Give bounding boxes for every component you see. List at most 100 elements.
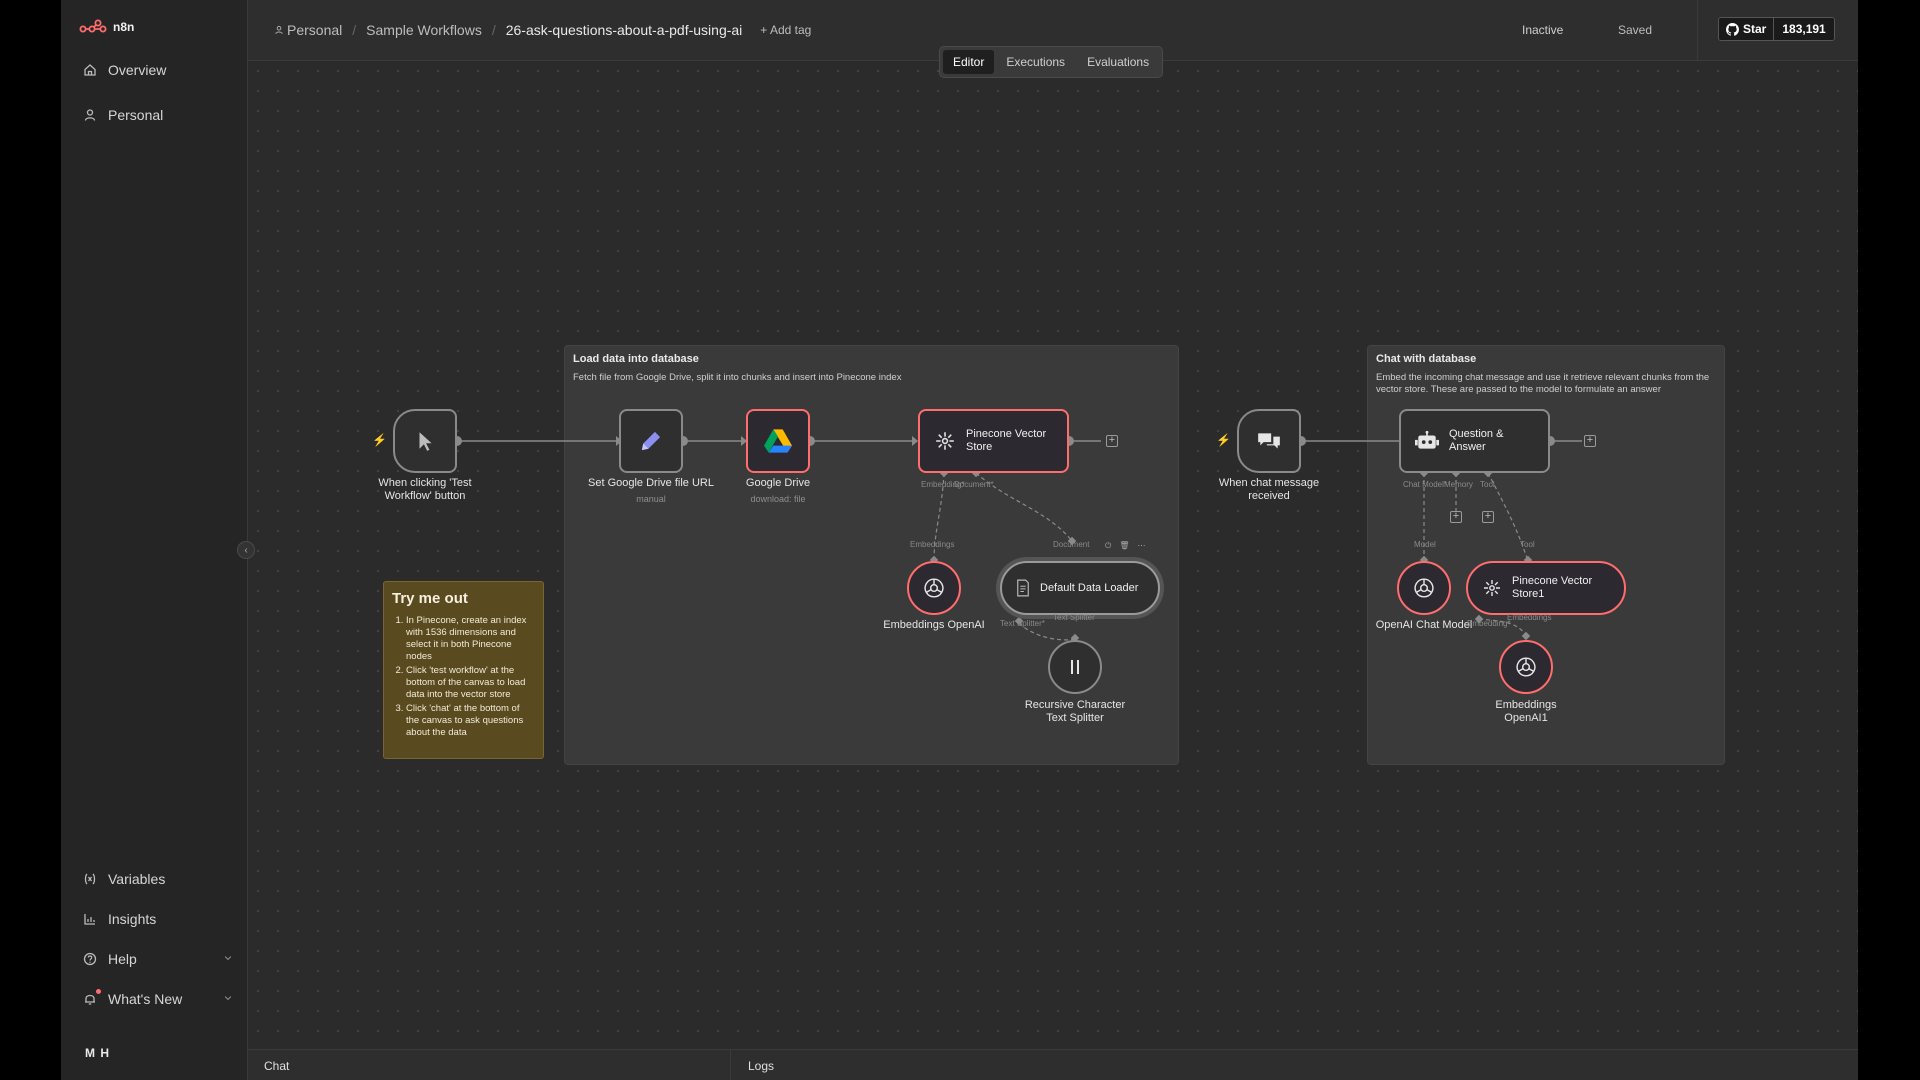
port-label-model: Model [1414, 540, 1436, 549]
logs-panel-toggle[interactable]: Logs [748, 1059, 775, 1073]
tryme-step: Click 'test workflow' at the bottom of t… [406, 665, 535, 701]
node-google-drive[interactable] [746, 409, 810, 473]
splitter-icon [1071, 660, 1079, 674]
chart-icon [84, 914, 95, 925]
more-icon[interactable]: ⋯ [1137, 541, 1146, 550]
workflow-graph: Load data into database Fetch file from … [248, 61, 1858, 1049]
add-tag-button[interactable]: + Add tag [760, 23, 812, 37]
github-icon [1726, 22, 1739, 36]
user-avatar[interactable]: M H [85, 1046, 110, 1060]
node-manual-trigger[interactable] [393, 409, 457, 473]
sidebar-item-label: Insights [108, 911, 157, 927]
tab-evaluations[interactable]: Evaluations [1087, 55, 1150, 69]
workflow-canvas[interactable]: Load data into database Fetch file from … [248, 61, 1858, 1049]
bottom-divider [730, 1050, 731, 1080]
breadcrumb-folder[interactable]: Sample Workflows [366, 22, 482, 38]
node-text-splitter[interactable] [1048, 640, 1102, 694]
port-label-text-splitter-in: Text Splitter [1053, 613, 1095, 622]
sidebar-item-label: Help [108, 951, 137, 967]
port-label-embeddings: Embeddings [910, 540, 955, 549]
port-label-memory: Memory [1444, 480, 1473, 489]
node-pinecone-vector-store[interactable]: Pinecone Vector Store [918, 409, 1069, 473]
port-label-tool: Tool [1480, 480, 1495, 489]
tryme-steps: In Pinecone, create an index with 1536 d… [392, 615, 535, 739]
sidebar-item-label: Personal [108, 107, 164, 123]
add-tool-button[interactable]: + [1482, 511, 1494, 523]
github-star-button[interactable]: Star [1719, 18, 1775, 40]
cursor-icon [419, 432, 432, 451]
port-label-chat-model: Chat Model* [1403, 480, 1448, 489]
home-icon [84, 64, 96, 76]
user-icon [275, 25, 283, 35]
port-label-document: Document* [954, 480, 994, 489]
chevron-down-icon [224, 956, 232, 961]
node-pinecone-vector-store1[interactable]: Pinecone Vector Store1 [1466, 561, 1626, 615]
sidebar-item-whats-new[interactable]: What's New [83, 989, 233, 1007]
workflow-name[interactable]: 26-ask-questions-about-a-pdf-using-ai [505, 22, 743, 38]
power-icon[interactable]: ⏻ [1105, 541, 1112, 550]
user-icon [84, 109, 96, 121]
bell-icon [85, 994, 95, 1005]
caption-google-drive: Google Drive download: file [745, 477, 811, 504]
trash-icon[interactable]: 🗑 [1119, 541, 1130, 550]
sidebar-item-label: Variables [108, 871, 166, 887]
bottom-panel-bar: Chat Logs [248, 1049, 1858, 1080]
header-divider [1697, 0, 1698, 61]
help-icon [83, 952, 97, 966]
node-embeddings-openai1[interactable] [1499, 640, 1553, 694]
sidebar: n8n Overview Personal Variables Insights… [61, 0, 248, 1080]
saved-indicator: Saved [1618, 23, 1653, 37]
sidebar-item-variables[interactable]: Variables [83, 871, 233, 887]
node-set-url[interactable] [619, 409, 683, 473]
variables-icon [84, 873, 96, 885]
chat-panel-toggle[interactable]: Chat [264, 1059, 290, 1073]
sidebar-item-insights[interactable]: Insights [83, 911, 233, 927]
tab-executions[interactable]: Executions [1006, 55, 1066, 69]
port-label-tool-in: Tool [1520, 540, 1535, 549]
add-memory-button[interactable]: + [1450, 511, 1462, 523]
caption-embeddings-openai: Embeddings OpenAI [883, 619, 985, 631]
add-node-button[interactable]: + [1584, 435, 1596, 447]
node-chat-trigger[interactable] [1237, 409, 1301, 473]
caption-set-url: Set Google Drive file URL manual [588, 477, 714, 504]
add-node-button[interactable]: + [1106, 435, 1118, 447]
sticky-load-desc: Fetch file from Google Drive, split it i… [573, 372, 902, 383]
workflow-status[interactable]: Inactive [1522, 23, 1564, 37]
logo-text: n8n [113, 20, 135, 34]
collapse-sidebar-button[interactable]: ‹ [237, 541, 255, 559]
pencil-icon [641, 431, 661, 451]
pinecone-icon [936, 432, 954, 450]
port-label-document-in: Document [1053, 540, 1090, 549]
node-embeddings-openai[interactable] [907, 561, 961, 615]
sidebar-item-help[interactable]: Help [83, 951, 233, 967]
breadcrumb: Personal / Sample Workflows / 26-ask-que… [274, 22, 811, 38]
trigger-bolt-icon: ⚡ [1216, 433, 1231, 447]
chevron-down-icon [224, 996, 232, 1001]
n8n-logo-icon [79, 19, 107, 33]
trigger-bolt-icon: ⚡ [372, 433, 387, 447]
port-label-embeddings-in: Embeddings [1507, 613, 1552, 622]
breadcrumb-separator: / [352, 22, 357, 38]
sticky-try-me-out[interactable]: Try me out In Pinecone, create an index … [383, 581, 544, 759]
document-icon [1017, 579, 1029, 597]
sidebar-item-overview[interactable]: Overview [83, 62, 233, 78]
tryme-step: In Pinecone, create an index with 1536 d… [406, 615, 535, 663]
node-default-data-loader[interactable]: Default Data Loader [1000, 561, 1160, 615]
sidebar-item-personal[interactable]: Personal [83, 107, 233, 123]
caption-embeddings-openai1: Embeddings OpenAI1 [1495, 699, 1557, 724]
tab-editor[interactable]: Editor [943, 50, 995, 74]
port-label-embedding-star: Embedding* [1467, 619, 1511, 628]
breadcrumb-separator: / [491, 22, 496, 38]
port-label-embedding: Embedding* [921, 480, 965, 489]
node-question-answer[interactable]: Question & Answer [1399, 409, 1550, 473]
breadcrumb-personal[interactable]: Personal [274, 22, 342, 38]
google-drive-icon [764, 429, 792, 453]
chat-bubbles-icon [1258, 433, 1280, 449]
node-openai-chat-model[interactable] [1397, 561, 1451, 615]
app-window: n8n Overview Personal Variables Insights… [61, 0, 1858, 1080]
view-tabs: Editor Executions Evaluations [939, 46, 1164, 78]
logo[interactable]: n8n [79, 18, 134, 36]
github-star-count[interactable]: 183,191 [1774, 18, 1834, 40]
caption-manual-trigger: When clicking 'Test Workflow' button [378, 477, 472, 502]
sidebar-item-label: Overview [108, 62, 167, 78]
